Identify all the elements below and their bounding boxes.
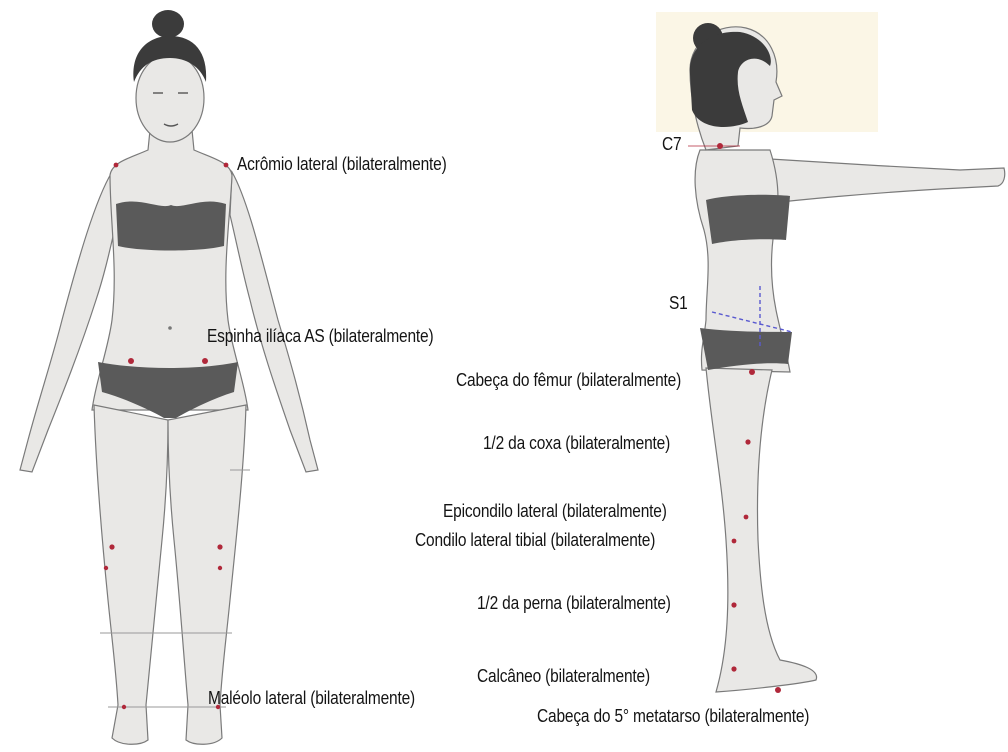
label-epicondyle-lateral: Epicondilo lateral (bilateralmente): [443, 501, 667, 521]
label-s1: S1: [669, 293, 688, 313]
side-marker-mid-leg: [731, 602, 736, 607]
side-marker-femur-head: [749, 369, 755, 375]
label-mid-leg: 1/2 da perna (bilateralmente): [477, 593, 671, 613]
label-acromion-lateral: Acrômio lateral (bilateralmente): [237, 154, 447, 174]
side-marker-calcaneus: [731, 666, 736, 671]
label-fifth-metatarsal-head: Cabeça do 5° metatarso (bilateralmente): [537, 706, 809, 726]
label-femur-head: Cabeça do fêmur (bilateralmente): [456, 370, 681, 390]
side-marker-c7: [717, 143, 723, 149]
label-mid-thigh: 1/2 da coxa (bilateralmente): [483, 433, 670, 453]
label-c7: C7: [662, 134, 681, 154]
side-leg: [706, 368, 817, 692]
side-marker-tibial-condyle: [732, 539, 737, 544]
label-calcaneus: Calcâneo (bilateralmente): [477, 666, 650, 686]
label-tibial-condyle-lateral: Condilo lateral tibial (bilateralmente): [415, 530, 655, 550]
side-marker-metatarsal: [775, 687, 781, 693]
side-marker-mid-thigh: [745, 439, 750, 444]
side-marker-epicondyle: [744, 515, 749, 520]
side-top: [706, 195, 790, 244]
label-asis: Espinha ilíaca AS (bilateralmente): [207, 326, 433, 346]
label-malleolus-lateral: Maléolo lateral (bilateralmente): [208, 688, 415, 708]
